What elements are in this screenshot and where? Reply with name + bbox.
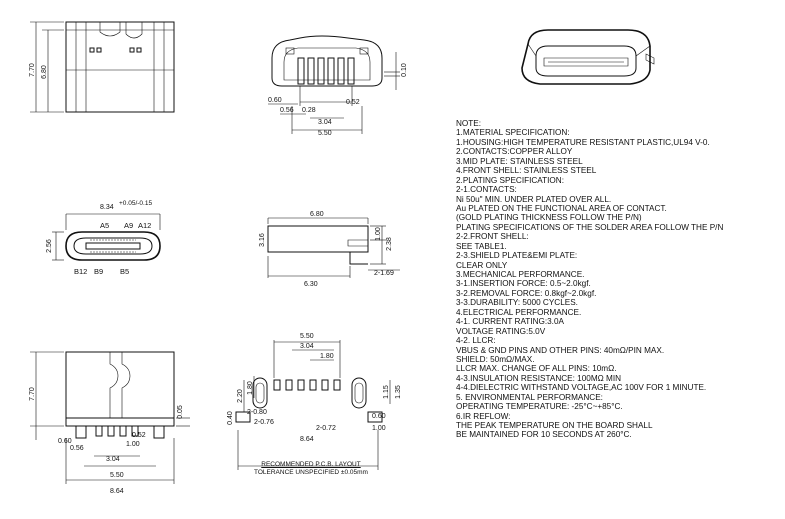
note-line: 6.IR REFLOW: <box>456 411 511 421</box>
note-line: 2.CONTACTS:COPPER ALLOY <box>456 147 573 157</box>
dim-front-d3: 0.28 <box>302 107 316 114</box>
dim-pcb-w3: 1.80 <box>320 353 334 360</box>
notes-heading: NOTE: <box>456 119 482 128</box>
note-line: LLCR MAX. CHANGE OF ALL PINS: 10mΩ. <box>456 364 617 374</box>
note-line: 4-3.INSULATION RESISTANCE: 100MΩ MIN <box>456 373 622 383</box>
dim-profile-bottom: 6.30 <box>304 281 318 288</box>
dim-profile-right: 1.00 <box>375 227 382 241</box>
note-line: 2-2.FRONT SHELL: <box>456 232 529 242</box>
dim-pcb-h1: 2.20 <box>237 389 244 403</box>
note-line: (GOLD PLATING THICKNESS FOLLOW THE P/N) <box>456 213 642 223</box>
note-line: 4-1. CURRENT RATING:3.0A <box>456 317 564 327</box>
dim-side-height-outer: 7.70 <box>29 63 36 77</box>
dim-pcb-h4: 1.15 <box>383 385 390 399</box>
dim-pcb-s3: 2-0.72 <box>316 425 336 432</box>
pin-label-a9: A9 <box>124 221 133 230</box>
dim-pcb-s4: 0.40 <box>227 411 234 425</box>
note-line: PLATING SPECIFICATIONS OF THE SOLDER ARE… <box>456 222 724 232</box>
pcb-layout-title: RECOMMENDED P.C.B. LAYOUT <box>261 461 361 468</box>
dim-side-bottom-height: 7.70 <box>29 387 36 401</box>
pin-label-b9: B9 <box>94 267 103 276</box>
side-view-top: 7.70 6.80 <box>29 21 175 113</box>
dim-front-d4: 0.52 <box>346 99 360 106</box>
note-line: 1.HOUSING:HIGH TEMPERATURE RESISTANT PLA… <box>456 137 710 147</box>
note-line: 2.PLATING SPECIFICATION: <box>456 175 564 185</box>
pcb-pads <box>273 379 341 391</box>
dim-profile-lead: 2-1.69 <box>374 270 394 277</box>
dim-pcb-w4: 8.64 <box>300 436 314 443</box>
dim-pcb-s5: 0.60 <box>372 413 386 420</box>
note-line: 5. ENVIRONMENTAL PERFORMANCE: <box>456 392 603 402</box>
dim-pcb-h2: 1.80 <box>247 381 254 395</box>
note-line: 2-1.CONTACTS: <box>456 185 517 195</box>
dim-end-width-tol: +0.05/-0.15 <box>119 200 152 207</box>
note-line: OPERATING TEMPERATURE: -25°C~+85°C. <box>456 402 623 412</box>
dim-side-height-inner: 6.80 <box>41 65 48 79</box>
dim-pcb-s2: 2-0.76 <box>254 419 274 426</box>
dim-front-d6: 5.50 <box>318 130 332 137</box>
note-line: 4.FRONT SHELL: STAINLESS STEEL <box>456 166 597 176</box>
dim-side-bottom-d2: 0.60 <box>58 438 72 445</box>
pin-label-b5: B5 <box>120 267 129 276</box>
note-line: Ni 50u" MIN. UNDER PLATED OVER ALL. <box>456 194 612 204</box>
dim-side-bottom-d3: 0.56 <box>70 445 84 452</box>
note-line: Au PLATED ON THE FUNCTIONAL AREA OF CONT… <box>456 203 667 213</box>
dim-pcb-s6: 1.00 <box>372 425 386 432</box>
dim-profile-step: 2.38 <box>386 237 393 251</box>
dim-profile-top: 6.80 <box>310 211 324 218</box>
note-line: VOLTAGE RATING:5.0V <box>456 326 546 336</box>
specification-notes: NOTE:1.MATERIAL SPECIFICATION: 1.HOUSING… <box>456 119 785 491</box>
note-line: 4-2. LLCR: <box>456 336 496 346</box>
dim-pcb-s1: 2-0.80 <box>247 409 267 416</box>
isometric-view <box>521 29 655 85</box>
pin-label-b12: B12 <box>74 267 87 276</box>
note-line: 3.MECHANICAL PERFORMANCE. <box>456 270 585 279</box>
dim-pcb-w1: 5.50 <box>300 333 314 340</box>
note-line: 4-4.DIELECTRIC WITHSTAND VOLTAGE,AC 100V… <box>456 383 707 393</box>
note-line: VBUS & GND PINS AND OTHER PINS: 40mΩ/PIN… <box>456 345 665 355</box>
dim-front-d2: 0.56 <box>280 107 294 114</box>
dim-side-bottom-d4: 0.52 <box>132 432 146 439</box>
note-line: SEE TABLE1. <box>456 241 507 251</box>
note-line: 3-1.INSERTION FORCE: 0.5~2.0kgf. <box>456 279 591 289</box>
pin-label-a12: A12 <box>138 221 151 230</box>
dim-front-d7: 0.10 <box>401 63 408 77</box>
note-line: 1.MATERIAL SPECIFICATION: <box>456 128 570 138</box>
note-line: 3-2.REMOVAL FORCE: 0.8kgf~2.0kgf. <box>456 288 597 298</box>
side-view-bottom: 7.70 0.05 0.60 0.56 0.52 1.00 3.04 5.50 … <box>29 351 190 495</box>
profile-view: 6.80 3.16 1.00 2.38 6.30 2-1.69 <box>259 211 400 288</box>
note-line: CLEAR ONLY <box>456 260 508 270</box>
end-view: 8.34 +0.05/-0.15 2.56 A5 A9 A12 B12 B9 B… <box>46 200 161 276</box>
dim-end-width: 8.34 <box>100 204 114 211</box>
note-line: 3-3.DURABILITY: 5000 CYCLES. <box>456 298 578 308</box>
bottom-leads <box>75 425 165 439</box>
dim-end-height: 2.56 <box>46 239 53 253</box>
dim-side-bottom-d1: 0.05 <box>177 405 184 419</box>
dim-front-d1: 0.60 <box>268 97 282 104</box>
dim-front-d5: 3.04 <box>318 119 332 126</box>
front-pins <box>297 57 355 85</box>
dim-pcb-w2: 3.04 <box>300 343 314 350</box>
note-line: THE PEAK TEMPERATURE ON THE BOARD SHALL <box>456 421 653 430</box>
note-line: 2-3.SHIELD PLATE&EMI PLATE: <box>456 251 578 261</box>
dim-profile-left: 3.16 <box>259 233 266 247</box>
pin-label-a5: A5 <box>100 221 109 230</box>
dim-side-bottom-d5: 1.00 <box>126 441 140 448</box>
front-view-top: 0.60 0.56 0.28 0.52 3.04 5.50 0.10 <box>268 35 408 137</box>
pcb-layout-caption: RECOMMENDED P.C.B. LAYOUT TOLERANCE UNSP… <box>246 461 376 477</box>
pcb-tolerance-note: TOLERANCE UNSPECIFIED ±0.05mm <box>254 469 368 476</box>
note-line: SHIELD: 50mΩ/MAX. <box>456 354 535 364</box>
dim-side-bottom-d7: 5.50 <box>110 472 124 479</box>
dim-side-bottom-d8: 8.64 <box>110 488 124 495</box>
dim-pcb-h3: 1.35 <box>395 385 402 399</box>
note-line: 4.ELECTRICAL PERFORMANCE. <box>456 307 582 317</box>
dim-side-bottom-d6: 3.04 <box>106 456 120 463</box>
pcb-layout: 5.50 3.04 1.80 2.20 1.80 1.35 1.15 2-0.8… <box>227 333 402 470</box>
note-line: BE MAINTAINED FOR 10 SECONDS AT 260°C. <box>456 430 632 440</box>
note-line: 3.MID PLATE: STAINLESS STEEL <box>456 156 583 166</box>
